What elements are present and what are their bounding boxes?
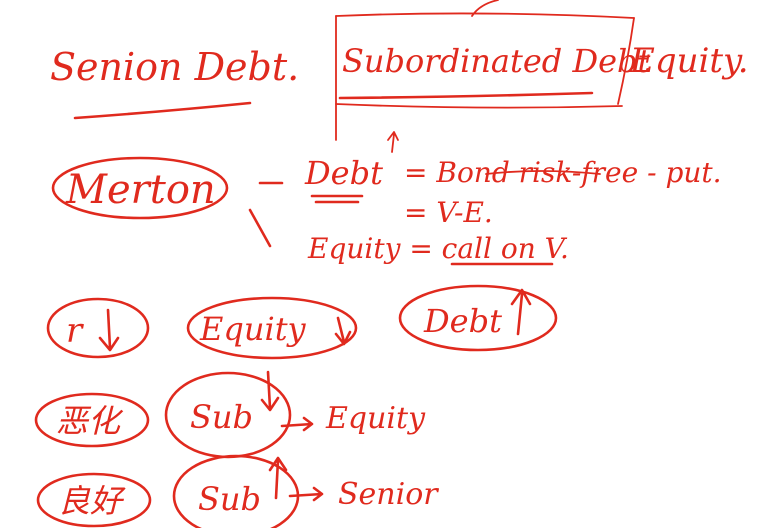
improve-text: 良好 [58,482,126,520]
sub-up-text: Sub [198,480,261,518]
deteriorate-row: 恶化 Sub Equity [34,370,426,459]
debt-up-arrow [387,131,399,153]
equity-row-text: Equity [199,310,307,348]
deteriorate-target-text: Equity [325,401,426,436]
equity-header-text: Equity. [629,41,749,81]
sub-to-senior-arrow [288,486,324,502]
debt-eq1-text: = Bond risk-free - put. [404,156,722,189]
debt-circle [398,284,558,352]
riskfree-strike [485,170,601,175]
debt-text: Debt [304,154,383,192]
subordinated-debt-underline [338,91,594,100]
rate-row: r Equity Debt [46,284,558,360]
header-row: Senion Debt. Subordinated Debt Equity. [50,0,749,141]
equity-circle [186,296,358,360]
debt-eq2-text: = V-E. [404,196,493,229]
deteriorate-circle [34,392,150,448]
improve-circle [36,472,152,528]
senior-debt-underline [73,101,252,120]
senior-debt-text: Senion Debt. [50,45,299,89]
sub-box-top [335,12,635,19]
r-down-arrow [98,308,120,352]
subordinated-debt-text: Subordinated Debt [342,42,651,80]
r-circle [46,297,150,359]
sub-down-text: Sub [190,398,253,436]
merton-section: Merton Debt = Bond risk-free - put. = V-… [51,131,722,266]
sub-box-tab [471,0,499,17]
merton-text: Merton [65,167,216,213]
sub-to-equity-arrow [280,416,314,432]
equity-down-arrow [334,316,352,346]
improve-target-text: Senior [338,477,439,512]
sub-box-right [617,17,635,105]
sub-box-bottom [335,103,623,109]
sub-up-arrow [268,456,288,500]
merton-branch [248,208,272,248]
debt-double-underline [310,194,364,204]
merton-circle [51,156,229,220]
debt-up-arrow-row [510,288,532,336]
deteriorate-text: 恶化 [56,402,124,440]
debt-row-text: Debt [423,302,502,340]
improve-row: 良好 Sub Senior [36,454,439,528]
equity-eq-text: Equity = call on V. [307,232,569,265]
r-text: r [66,311,84,351]
sub-down-arrow [260,370,280,412]
